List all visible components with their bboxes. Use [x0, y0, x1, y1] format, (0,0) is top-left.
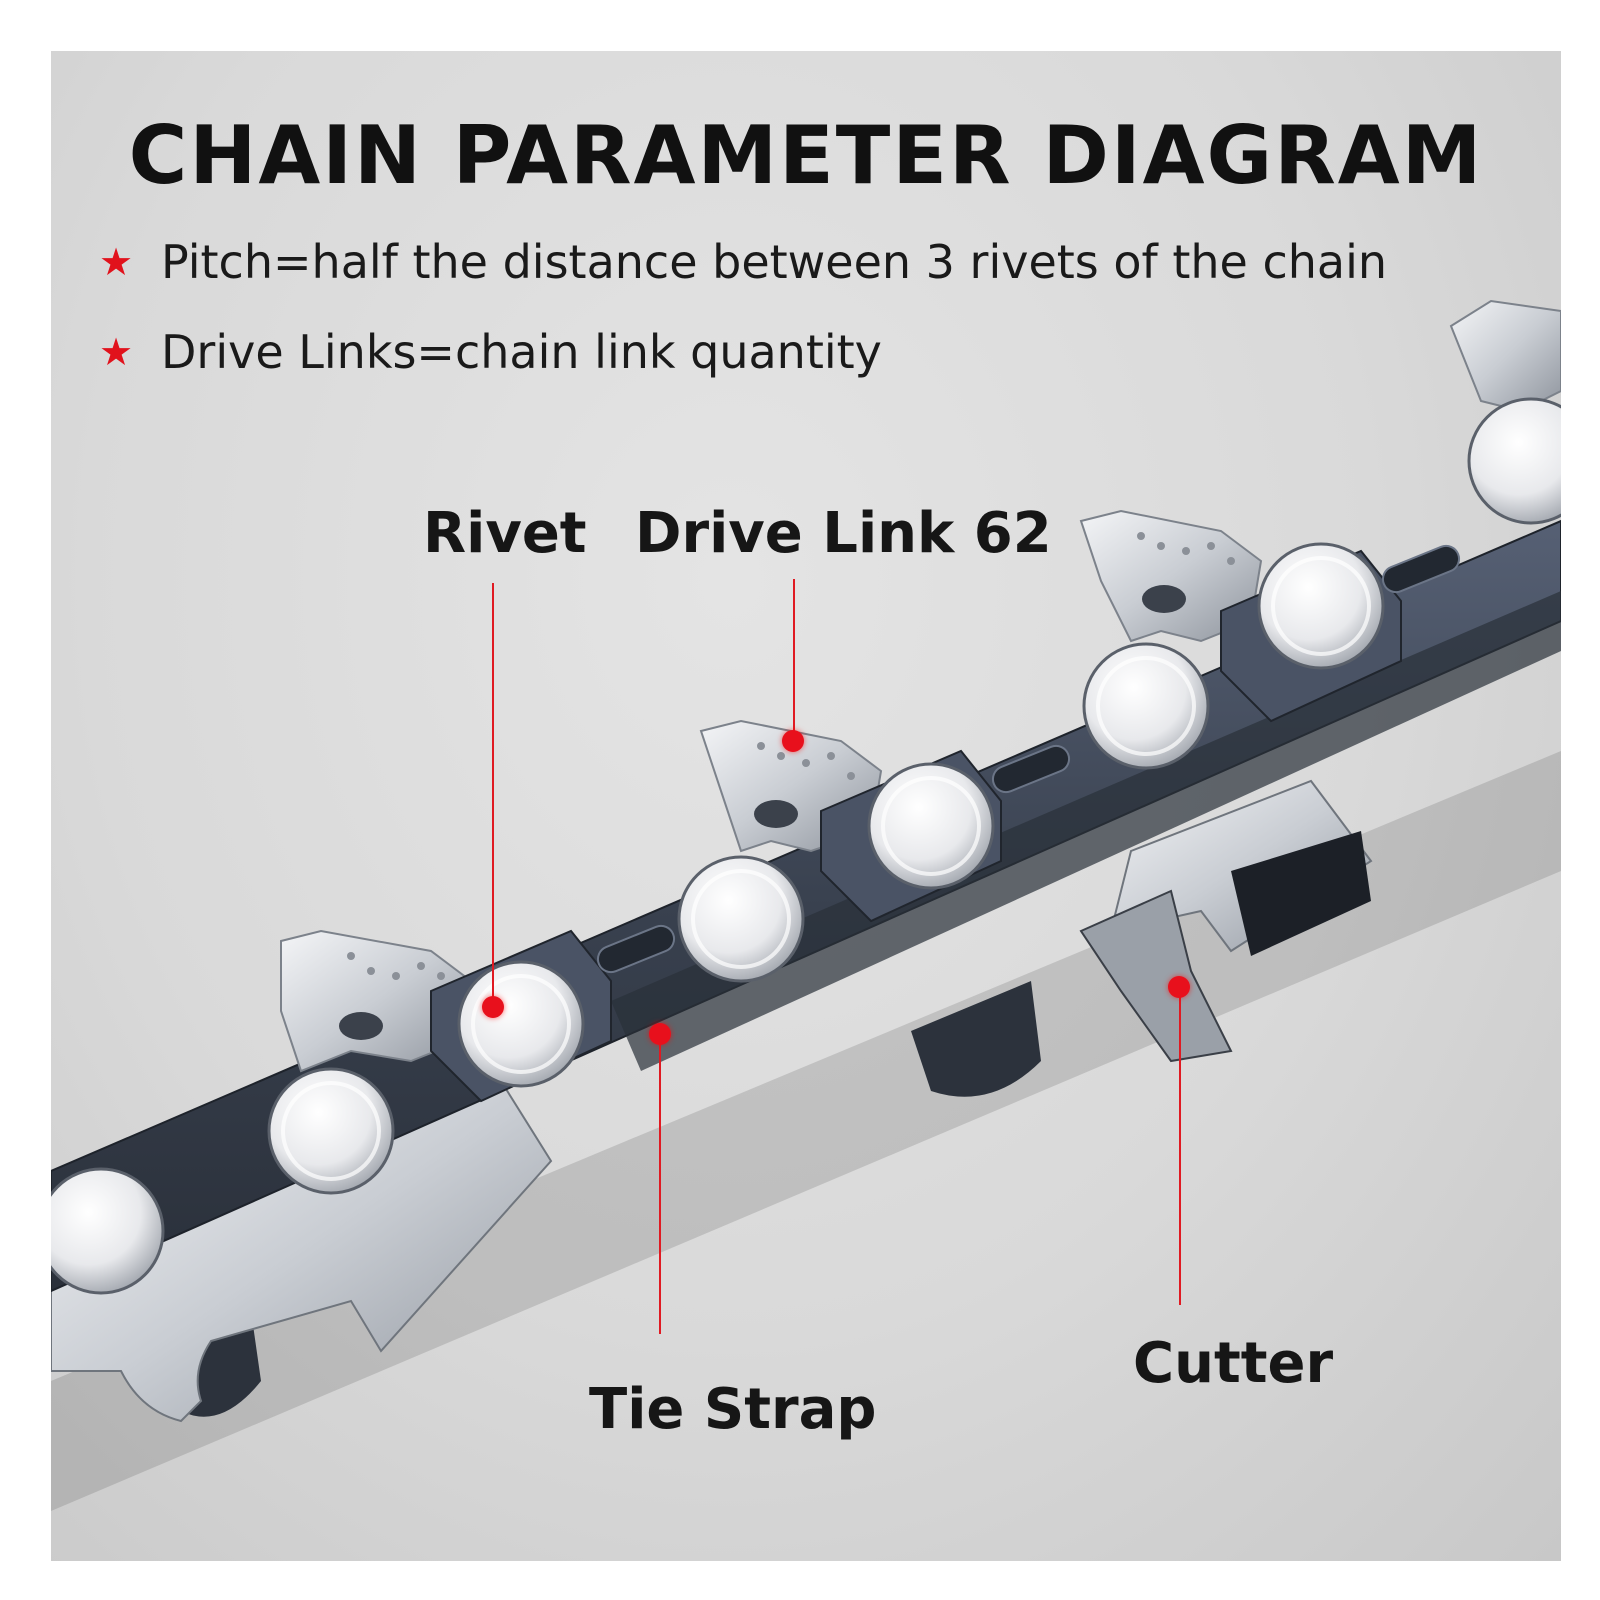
- page-title: CHAIN PARAMETER DIAGRAM: [128, 109, 1484, 202]
- star-icon: ★: [99, 240, 134, 284]
- callout-drive-link-label: Drive Link 62: [635, 501, 1052, 566]
- teeth-holes: [339, 585, 1186, 1040]
- callout-tie-strap-label: Tie Strap: [589, 1377, 877, 1442]
- depth-gauge-teeth: [280, 299, 1561, 1073]
- diagram-panel: CHAIN PARAMETER DIAGRAM ★ Pitch=half the…: [51, 51, 1561, 1561]
- tie-strap-leader-line: [659, 1036, 661, 1334]
- rivet-inner-rings: [281, 556, 1371, 1181]
- link-slots: [596, 544, 1461, 974]
- callout-rivet-label: Rivet: [423, 501, 587, 566]
- tie-strap-marker-dot: [649, 1023, 671, 1045]
- bullet-drive-links: ★ Drive Links=chain link quantity: [99, 325, 882, 379]
- rivet-marker-dot: [482, 996, 504, 1018]
- rivet-leader-line: [492, 583, 494, 1001]
- star-icon: ★: [99, 330, 134, 374]
- drive-link-leader-line: [793, 579, 795, 734]
- rivets: [51, 397, 1561, 1295]
- bullet-drive-links-text: Drive Links=chain link quantity: [161, 325, 882, 379]
- bullet-pitch: ★ Pitch=half the distance between 3 rive…: [99, 235, 1387, 289]
- teeth-dots: [347, 532, 1235, 980]
- cutter-block: [1079, 831, 1371, 1063]
- cutter-leader-line: [1179, 989, 1181, 1305]
- callout-cutter-label: Cutter: [1133, 1331, 1334, 1396]
- drive-link-marker-dot: [782, 730, 804, 752]
- chain-illustration: [51, 299, 1561, 1511]
- cutter-marker-dot: [1168, 976, 1190, 998]
- bullet-pitch-text: Pitch=half the distance between 3 rivets…: [161, 235, 1388, 289]
